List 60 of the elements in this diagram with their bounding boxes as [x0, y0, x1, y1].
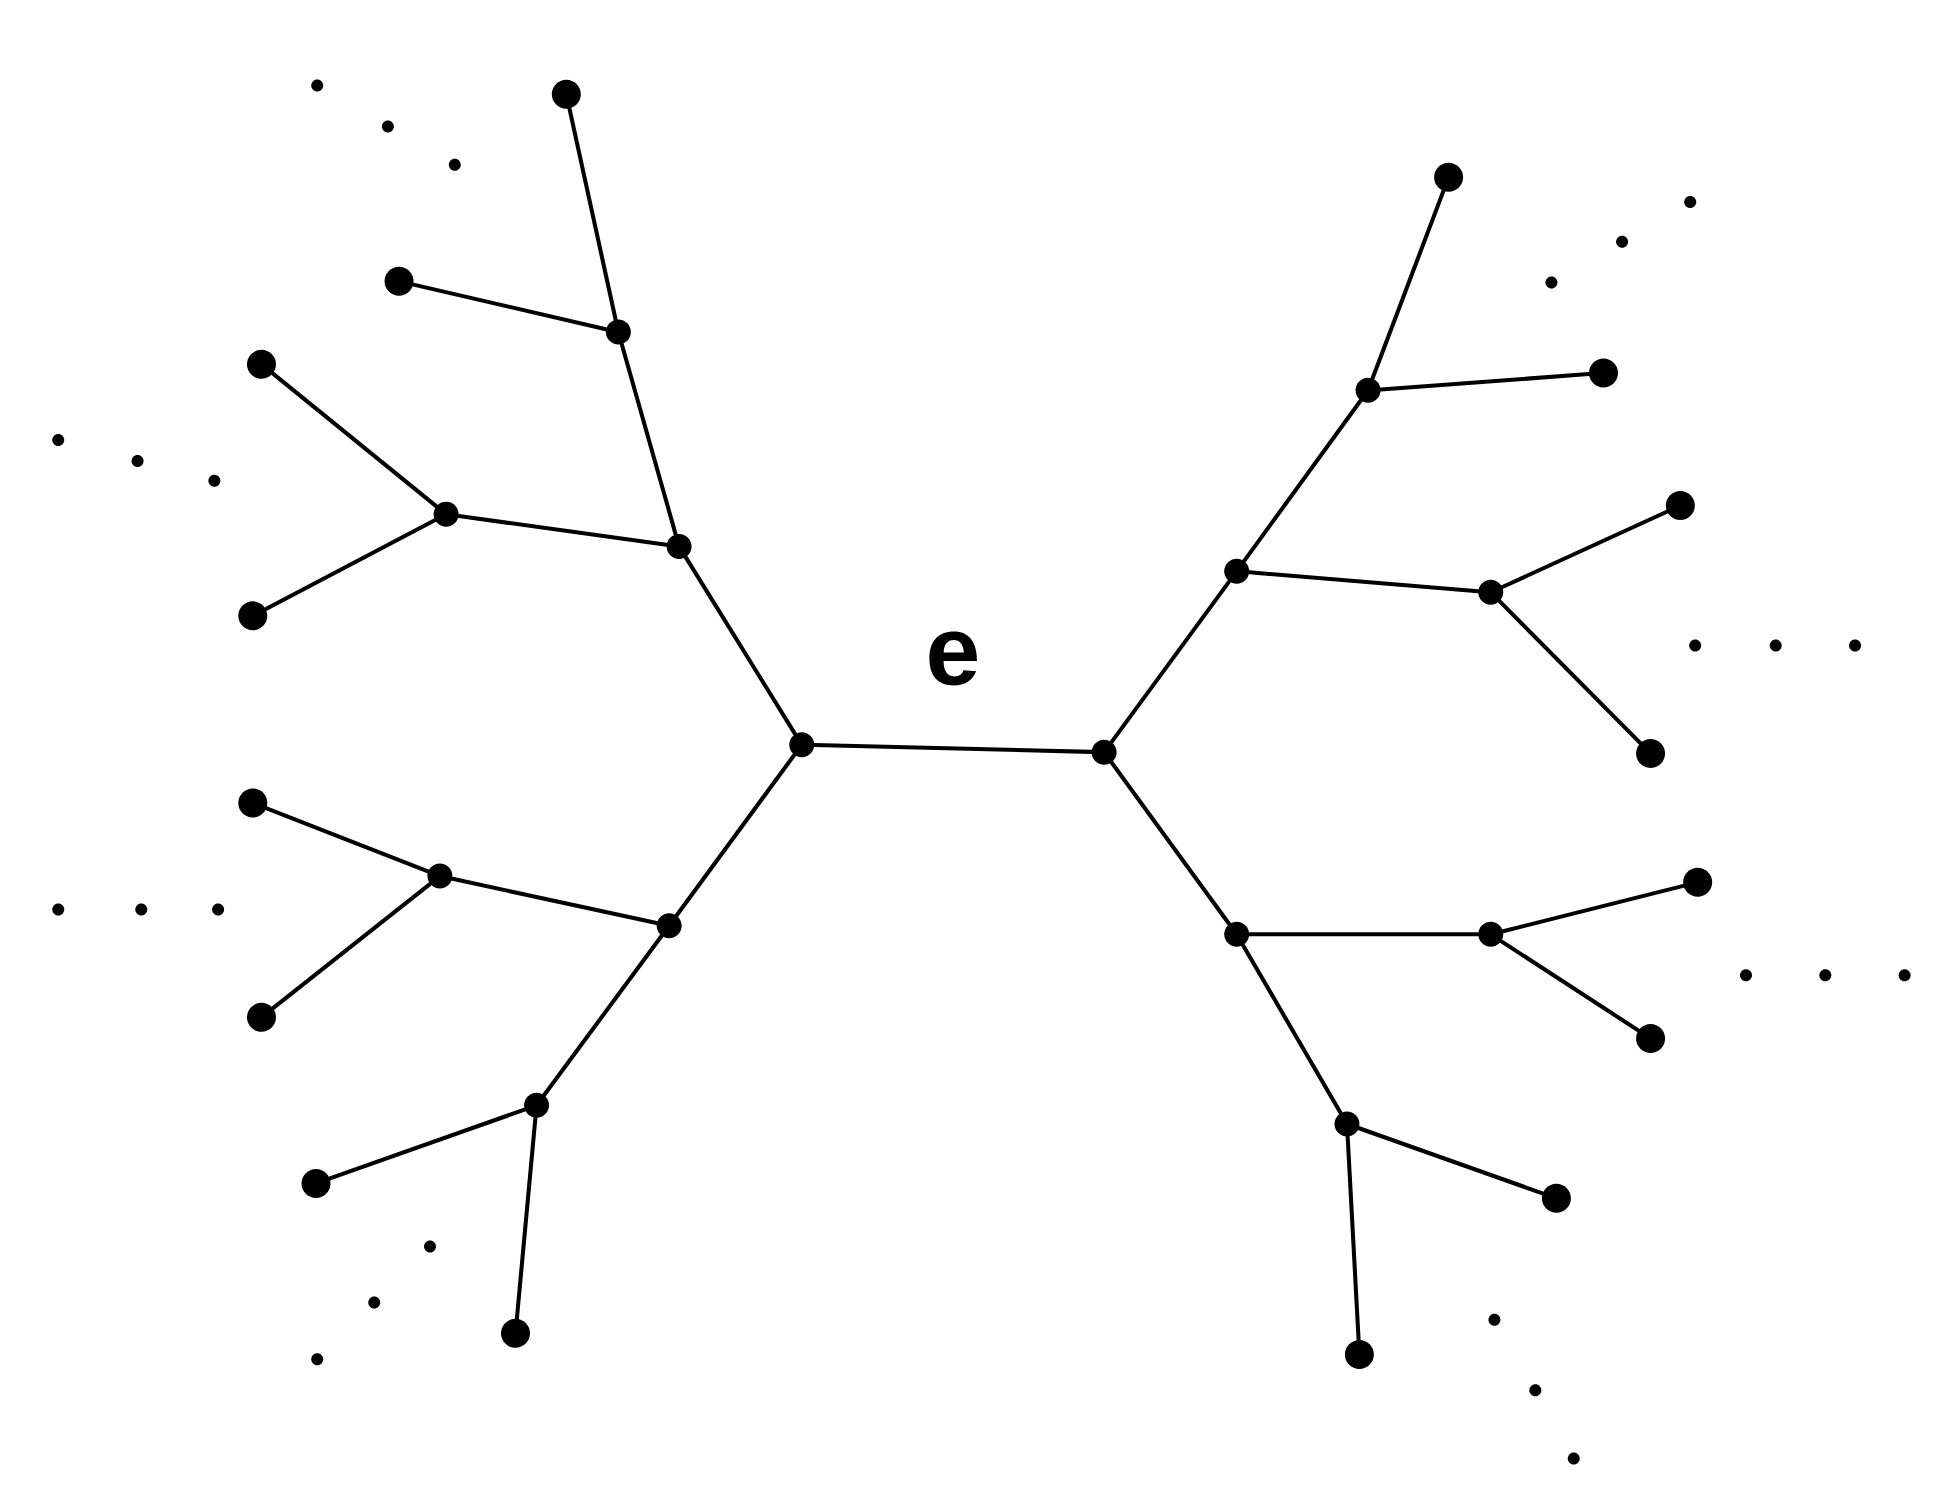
edge-line: [674, 753, 797, 918]
vertex-dot: [1665, 491, 1695, 521]
edge-line: [514, 1116, 538, 1321]
vertex-dot: [301, 1168, 331, 1198]
vertex-dot: [666, 534, 692, 559]
edge-line: [683, 555, 797, 736]
vertex-dot: [1541, 1183, 1571, 1213]
vertex-dot: [551, 79, 581, 109]
edge-line: [1370, 189, 1446, 381]
vertex-dot: [1478, 579, 1504, 605]
edge-line: [1497, 599, 1643, 745]
vertex-dot: [1091, 739, 1117, 765]
vertex-dot: [1334, 1111, 1360, 1137]
vertex-dot: [246, 1002, 276, 1032]
edge-line: [567, 106, 618, 322]
vertex-dot: [427, 863, 453, 889]
vertex-dot: [1589, 358, 1618, 388]
vertex-dot: [1478, 921, 1504, 947]
edge-line: [1109, 579, 1232, 744]
vertex-dot: [1344, 1339, 1374, 1369]
vertex-dot: [1355, 377, 1381, 403]
vertex-dot: [524, 1092, 550, 1118]
edge-line: [1247, 570, 1480, 594]
edge-line: [812, 743, 1094, 754]
vertex-dot: [1224, 558, 1250, 584]
edge-line: [1109, 760, 1232, 926]
edge-line: [263, 518, 437, 611]
edge-line: [411, 282, 608, 332]
edge-line: [1345, 1134, 1361, 1342]
vertex-dot: [433, 501, 459, 527]
edge-line: [542, 934, 664, 1098]
vertex-dot: [1224, 921, 1250, 947]
edge-line: [1242, 398, 1363, 563]
edge-line: [1499, 939, 1641, 1033]
vertex-dot: [1683, 867, 1713, 897]
edge-line: [1378, 372, 1591, 392]
vertex-dot: [238, 788, 268, 818]
vertex-dot: [246, 349, 276, 379]
edge-line: [1247, 932, 1480, 937]
vertex-dot: [238, 601, 268, 631]
edge-line: [456, 514, 669, 547]
vertex-dot: [501, 1318, 530, 1348]
edge-line: [1357, 1126, 1545, 1196]
edge-line: [271, 882, 432, 1011]
edge-line: [619, 342, 678, 537]
edge-line: [270, 371, 439, 509]
vertex-dot: [1636, 1023, 1666, 1053]
vertex-dot: [605, 319, 631, 345]
vertex-dot: [789, 732, 815, 758]
vertex-dot: [1636, 738, 1666, 768]
edge-line: [1501, 883, 1686, 934]
vertex-dot: [384, 266, 414, 296]
edge-line: [327, 1107, 527, 1181]
vertex-dot: [656, 913, 682, 939]
edge-line: [450, 876, 659, 925]
edge-label: e: [922, 628, 984, 689]
vertex-dot: [1434, 162, 1464, 192]
edge-line: [1241, 943, 1343, 1115]
edge-line: [1500, 509, 1669, 589]
edge-line: [264, 806, 430, 874]
